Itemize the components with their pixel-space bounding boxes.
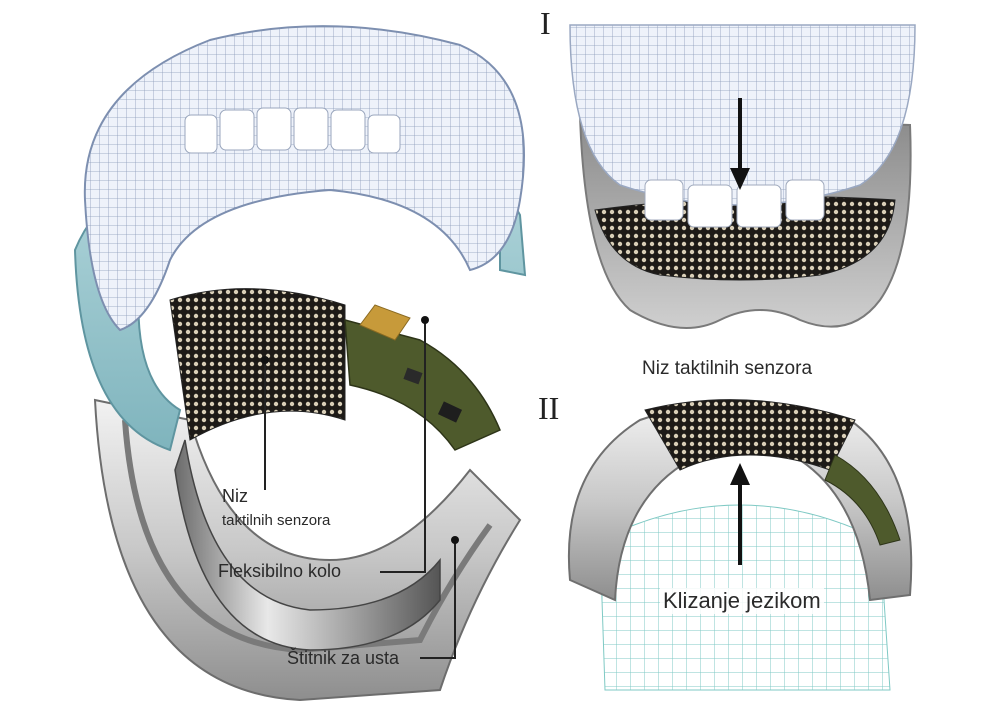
flex-circuit-band <box>174 439 441 651</box>
panel-II-circuit <box>824 454 901 546</box>
circuit-chip <box>403 367 423 385</box>
exploded-view <box>73 25 527 702</box>
panel-II-numeral: II <box>538 390 560 426</box>
panel-II-arrowhead <box>730 463 750 485</box>
leader-dot <box>261 356 269 364</box>
circuit-board <box>344 319 501 451</box>
panel-I-numeral: I <box>540 5 551 41</box>
tactile-sensor-array-sheet <box>169 288 346 441</box>
flex-cable <box>359 304 411 341</box>
label-panel-II-sensor-array: Niz taktilnih senzora <box>642 358 813 379</box>
mouth-guard-shell <box>93 398 522 702</box>
panel-I-arrowhead <box>730 168 750 190</box>
label-sensor-array-line1: Niz <box>222 486 248 506</box>
panel-I-illustration <box>569 24 916 329</box>
label-tongue-slide: Klizanje jezikom <box>660 588 824 614</box>
label-flexible-circuit: Fleksibilno kolo <box>218 561 342 581</box>
label-sensor-array-line2: taktilnih senzora <box>222 512 331 529</box>
leader-dot <box>451 536 459 544</box>
teeth-row <box>184 107 401 154</box>
panel-I-teeth <box>644 179 825 228</box>
leader-dot <box>421 316 429 324</box>
label-mouth-guard: Štitnik za usta <box>287 648 400 668</box>
panel-II-illustration <box>567 399 913 691</box>
circuit-chip <box>437 401 463 423</box>
panel-II-sensor-array <box>644 399 856 471</box>
leader-lines <box>264 320 456 659</box>
upper-teeth-mesh <box>83 25 525 332</box>
mouth-guard-channel <box>122 419 493 654</box>
